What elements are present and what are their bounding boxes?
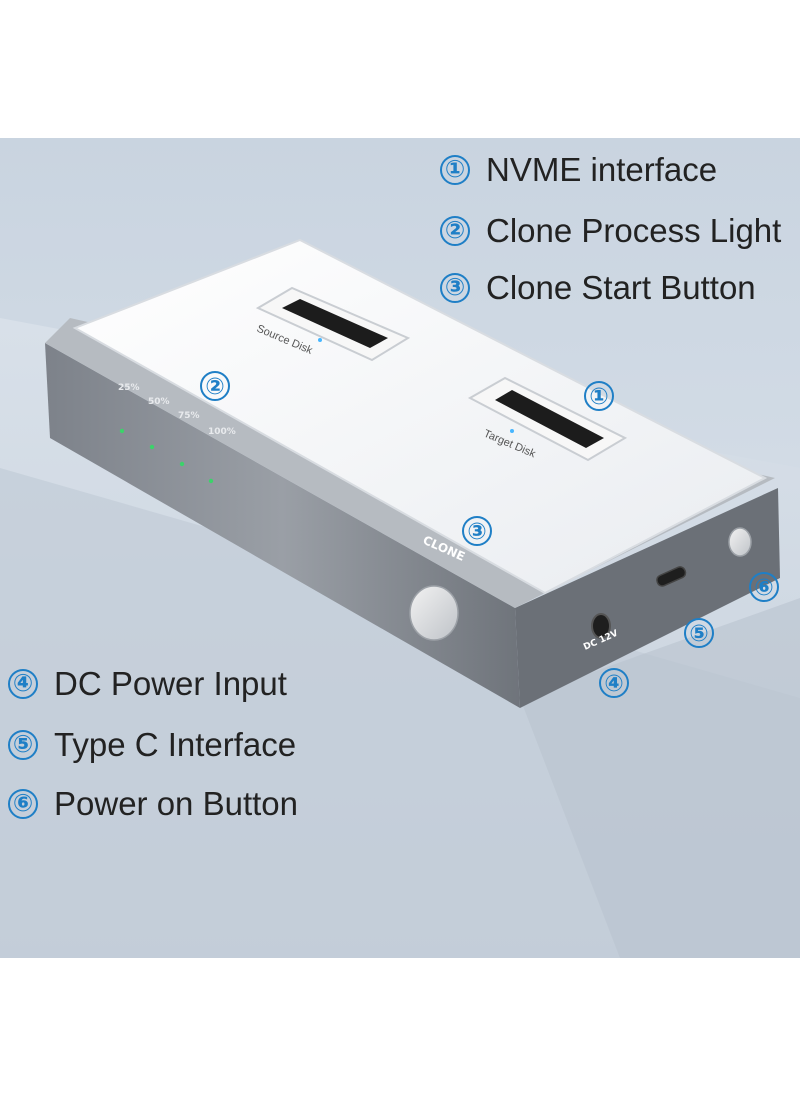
legend-marker: ⑥ bbox=[8, 789, 38, 819]
callout-dc: ④ bbox=[599, 668, 629, 698]
led-75 bbox=[179, 461, 185, 467]
product-photo: Source Disk Target Disk 25% 50% 75% 100%… bbox=[0, 138, 800, 958]
legend-marker: ⑤ bbox=[8, 730, 38, 760]
device-top-panel bbox=[72, 238, 768, 595]
legend-text: NVME interface bbox=[486, 151, 718, 188]
led-50 bbox=[149, 444, 155, 450]
legend-text: Clone Process Light bbox=[486, 212, 782, 249]
callout-typec: ⑤ bbox=[684, 618, 714, 648]
progress-label-50: 50% bbox=[148, 397, 170, 407]
power-on-button[interactable] bbox=[728, 527, 752, 557]
led-25 bbox=[119, 428, 125, 434]
progress-label-75: 75% bbox=[178, 411, 200, 421]
callout-nvme: ① bbox=[584, 381, 614, 411]
legend-marker: ① bbox=[440, 155, 470, 185]
dc-power-port bbox=[591, 613, 611, 639]
type-c-port bbox=[656, 566, 687, 587]
progress-label-100: 100% bbox=[208, 427, 236, 437]
legend-text: Power on Button bbox=[54, 785, 298, 822]
legend-item-clone-light: ② Clone Process Light bbox=[440, 211, 781, 251]
legend-text: Clone Start Button bbox=[486, 269, 756, 306]
progress-lights: 25% 50% 75% 100% bbox=[118, 383, 236, 484]
clone-start-button[interactable] bbox=[409, 585, 459, 641]
target-disk-slot bbox=[467, 376, 628, 462]
legend-text: DC Power Input bbox=[54, 665, 287, 702]
legend-item-dc: ④ DC Power Input bbox=[8, 664, 287, 704]
source-disk-slot bbox=[255, 286, 411, 362]
legend-text: Type C Interface bbox=[54, 726, 297, 763]
table-shadow bbox=[520, 598, 800, 958]
device-front-side bbox=[45, 343, 520, 708]
device-right-side bbox=[515, 488, 780, 708]
callout-power: ⑥ bbox=[749, 572, 779, 602]
device-illustration: Source Disk Target Disk 25% 50% 75% 100%… bbox=[0, 238, 800, 958]
legend-marker: ④ bbox=[8, 669, 38, 699]
legend-marker: ② bbox=[440, 216, 470, 246]
legend-item-power: ⑥ Power on Button bbox=[8, 784, 298, 824]
callout-clone: ③ bbox=[462, 516, 492, 546]
legend-marker: ③ bbox=[440, 273, 470, 303]
legend-item-clone-button: ③ Clone Start Button bbox=[440, 268, 756, 308]
progress-label-25: 25% bbox=[118, 383, 140, 393]
legend-item-typec: ⑤ Type C Interface bbox=[8, 725, 296, 765]
led-100 bbox=[208, 478, 214, 484]
legend-item-nvme: ① NVME interface bbox=[440, 150, 717, 190]
callout-progress: ② bbox=[200, 371, 230, 401]
